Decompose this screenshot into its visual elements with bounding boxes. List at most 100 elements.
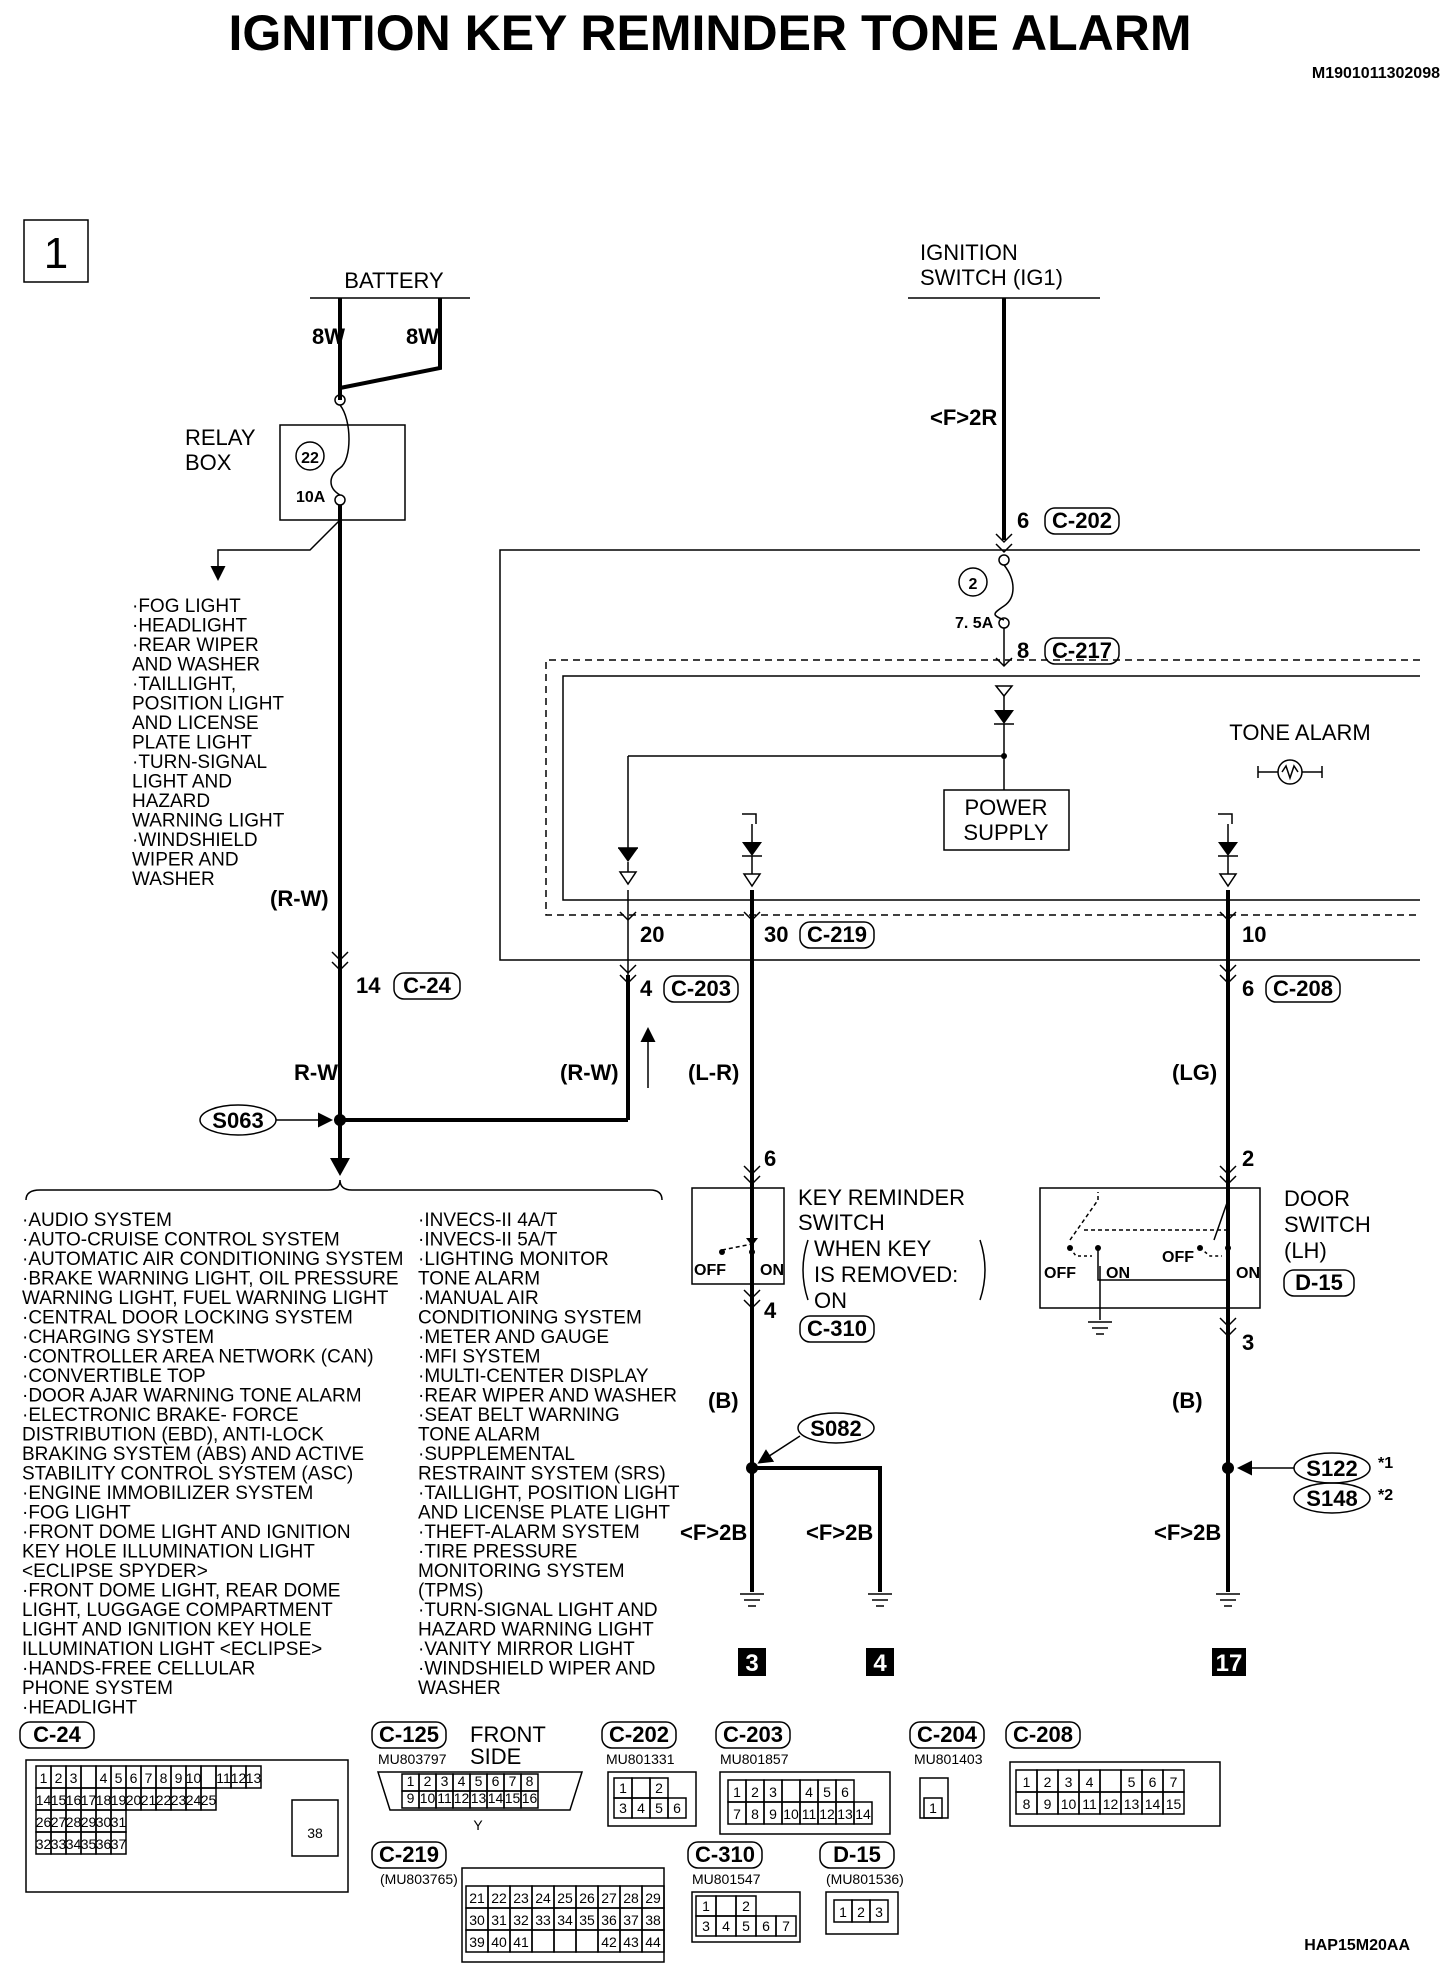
c202-label: C-202: [1052, 508, 1112, 533]
s063-list-item: ·CONTROLLER AREA NETWORK (CAN): [22, 1347, 374, 1368]
legend-pin-c203: 13: [837, 1806, 853, 1822]
legend-pin-c219: 42: [601, 1934, 617, 1950]
c203-label: C-203: [671, 976, 731, 1001]
fuse-22: [330, 404, 350, 496]
s082-label: S082: [810, 1416, 861, 1441]
s148-mark: *2: [1378, 1487, 1393, 1504]
legend-pin-c125: 13: [471, 1790, 487, 1806]
s063-list-item: ·DOOR AJAR WARNING TONE ALARM: [22, 1386, 362, 1407]
legend-pin-c24: 29: [81, 1814, 97, 1830]
c208-label: C-208: [1273, 976, 1333, 1001]
legend-pin-c24: 27: [51, 1814, 67, 1830]
legend-pin-c24: 15: [51, 1792, 67, 1808]
s063-list-item: ·FRONT DOME LIGHT AND IGNITION: [22, 1522, 351, 1543]
legend-pin-c203: 9: [769, 1806, 777, 1822]
legend-c125-housing: [376, 1771, 584, 1811]
legend-pin-c24: 16: [66, 1792, 82, 1808]
s063-list-item: ·MULTI-CENTER DISPLAY: [418, 1366, 649, 1387]
s063-list-left: ·AUDIO SYSTEM·AUTO-CRUISE CONTROL SYSTEM…: [22, 1210, 403, 1719]
s063-list-item: ·ELECTRONIC BRAKE- FORCE: [22, 1405, 299, 1426]
legend-pin-cell: [520, 1790, 539, 1809]
ground-ref-3: 3: [745, 1650, 758, 1677]
s063-list-item: KEY HOLE ILLUMINATION LIGHT: [22, 1542, 315, 1563]
legend-pin-c203: 6: [841, 1784, 849, 1800]
s063-list-item: (TPMS): [418, 1581, 483, 1602]
legend-pin-c24: 32: [36, 1836, 52, 1852]
legend-pin-c24: 26: [36, 1814, 52, 1830]
s063-list-item: RESTRAINT SYSTEM (SRS): [418, 1464, 666, 1485]
legend-pin-c24: 20: [126, 1792, 142, 1808]
wire-f2b-1: <F>2B: [680, 1520, 747, 1545]
legend-pin-c202: 4: [637, 1800, 645, 1816]
relay-branch-item: ·REAR WIPER: [132, 635, 259, 656]
legend-pin-c219: 36: [601, 1912, 617, 1928]
legend-pin-cell: [80, 1765, 97, 1789]
s063-list-item: ·CONVERTIBLE TOP: [22, 1366, 206, 1387]
legend-pin-c203: 12: [819, 1806, 835, 1822]
s063-list-item: LIGHT, LUGGAGE COMPARTMENT: [22, 1600, 333, 1621]
legend-pin-c219: 26: [579, 1890, 595, 1906]
s122-splice-dot: [1222, 1462, 1234, 1474]
footer-code: HAP15M20AA: [1304, 1937, 1410, 1954]
c219-label: C-219: [807, 922, 867, 947]
legend-pin-c202: 3: [619, 1800, 627, 1816]
legend-pin-c24: 14: [36, 1792, 52, 1808]
c202-pin: 6: [1017, 508, 1029, 533]
legend-pin-c125: 11: [437, 1790, 452, 1806]
wire-fr: <F>2R: [930, 405, 997, 430]
c219-pin-20: 20: [640, 922, 664, 947]
key-switch-label-1: KEY REMINDER: [798, 1185, 965, 1210]
legend-pin-c24: 18: [96, 1792, 112, 1808]
battery-wire-right: 8W: [406, 324, 439, 349]
legend-tag-frame: [819, 1841, 895, 1869]
legend-pin-c219: 28: [623, 1890, 639, 1906]
relay-box-label-2: BOX: [185, 450, 232, 475]
s063-list-item: <ECLIPSE SPYDER>: [22, 1561, 208, 1582]
legend-pin-c203: 4: [805, 1784, 813, 1800]
ground-icon-1: [740, 1593, 764, 1607]
legend-part-c310: MU801547: [692, 1871, 761, 1887]
legend-tag-c202: C-202: [609, 1722, 669, 1747]
legend-pin-c310: 2: [742, 1898, 750, 1914]
legend-pin-c219: 37: [623, 1912, 639, 1928]
legend-tag-c203: C-203: [723, 1722, 783, 1747]
tone-alarm-dashed-outline: [545, 659, 1420, 916]
legend-pin-cell: [775, 1915, 797, 1937]
s063-list-item: ·THEFT-ALARM SYSTEM: [418, 1522, 640, 1543]
legend-pin-c24: 2: [55, 1770, 63, 1786]
s122-mark: *1: [1378, 1455, 1393, 1472]
c217-label: C-217: [1052, 638, 1112, 663]
legend-pin-c24: 11: [216, 1770, 231, 1786]
legend-part-c202: MU801331: [606, 1751, 675, 1767]
fuse-22-badge: [295, 441, 325, 471]
legend-pin-d15: 1: [839, 1904, 847, 1920]
legend-c202-housing: [607, 1771, 697, 1827]
key-switch-label-5: ON: [814, 1288, 847, 1313]
s063-list-item: ·AUDIO SYSTEM: [22, 1210, 172, 1231]
relay-branch-item: WASHER: [132, 869, 215, 890]
legend-pin-c310: 1: [702, 1898, 710, 1914]
legend-tag-frame: [715, 1721, 791, 1749]
s063-list-item: ·FRONT DOME LIGHT, REAR DOME: [22, 1581, 340, 1602]
legend-pin-c219: 27: [601, 1890, 617, 1906]
power-supply-label-2: SUPPLY: [963, 820, 1049, 845]
legend-pin-c24: 31: [111, 1814, 127, 1830]
legend-pin-cell: [923, 1797, 943, 1819]
legend-pin-c202: 5: [655, 1800, 663, 1816]
legend-pin-c125: 5: [475, 1773, 483, 1789]
legend-pin-c208: 12: [1103, 1796, 1119, 1812]
legend-pin-c208: 15: [1166, 1796, 1182, 1812]
legend-pin-c219: 44: [645, 1934, 661, 1950]
door-switch-on-2: ON: [1236, 1265, 1260, 1282]
fuse-2: [994, 564, 1014, 621]
legend-pin-c208: 10: [1061, 1796, 1077, 1812]
legend-c310-housing: [691, 1891, 801, 1943]
c24-pin: 14: [356, 973, 381, 998]
legend-c24-big-pin: [291, 1799, 339, 1857]
legend-pin-c219: 23: [513, 1890, 529, 1906]
legend-pin-c24: 25: [201, 1792, 217, 1808]
s063-label: S063: [212, 1108, 263, 1133]
door-switch-box: [1039, 1187, 1261, 1309]
fuse-22-rating: 10A: [296, 489, 326, 506]
